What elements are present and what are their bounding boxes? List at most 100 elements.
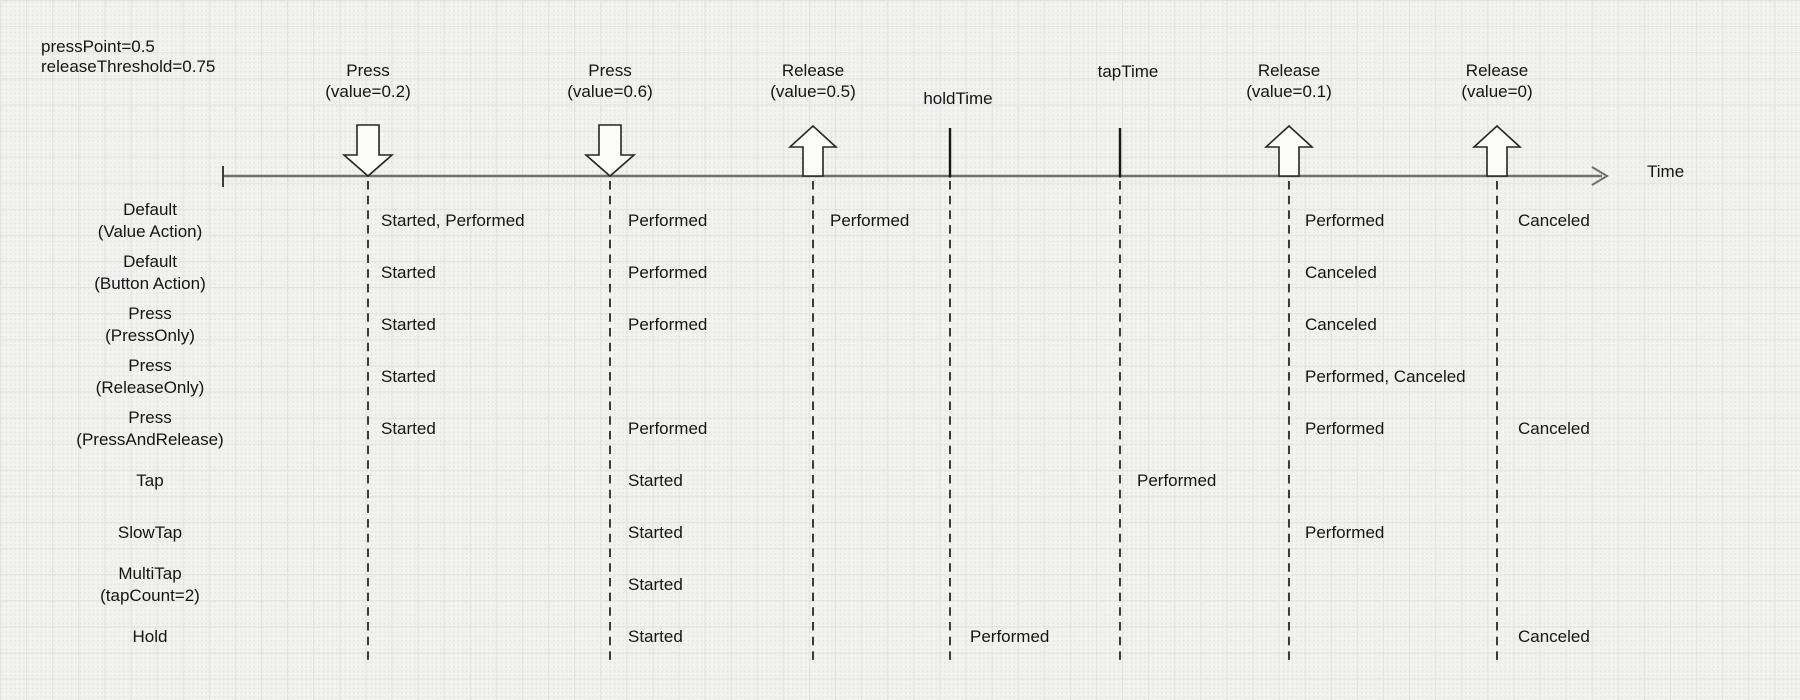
event-default-value-action-at-press-value-0.2: Started, Performed xyxy=(381,210,525,232)
down-arrow-icon-press-value-0.2 xyxy=(341,124,395,178)
event-default-value-action-at-press-value-0.2-line: Started, Performed xyxy=(381,211,525,230)
event-tap-at-tap-time: Performed xyxy=(1137,470,1216,492)
event-press-press-and-release-at-release-value-0.1-line: Performed xyxy=(1305,419,1385,438)
event-default-button-action-at-press-value-0.2: Started xyxy=(381,262,436,284)
event-press-press-and-release-at-press-value-0.6-line: Performed xyxy=(628,419,708,438)
event-press-press-and-release-at-release-value-0: Canceled xyxy=(1518,418,1590,440)
column-label-release-value-0.1-line: (value=0.1) xyxy=(1246,81,1332,101)
event-press-press-only-at-press-value-0.2: Started xyxy=(381,314,436,336)
row-label-slow-tap: SlowTap xyxy=(20,522,280,544)
event-default-value-action-at-release-value-0.1-line: Performed xyxy=(1305,211,1385,230)
event-tap-at-press-value-0.6-line: Started xyxy=(628,471,683,490)
event-press-press-and-release-at-release-value-0-line: Canceled xyxy=(1518,419,1590,438)
event-default-value-action-at-release-value-0.1: Performed xyxy=(1305,210,1384,232)
event-multi-tap-at-press-value-0.6-line: Started xyxy=(628,575,683,594)
up-arrow-icon-release-value-0 xyxy=(1471,124,1523,177)
event-hold-at-release-value-0-line: Canceled xyxy=(1518,627,1590,646)
row-label-multi-tap-line: (tapCount=2) xyxy=(100,586,200,605)
row-label-tap: Tap xyxy=(20,470,280,492)
column-label-release-value-0.1: Release(value=0.1) xyxy=(1246,60,1332,102)
release-threshold-param: releaseThreshold=0.75 xyxy=(41,57,216,76)
event-press-release-only-at-press-value-0.2-line: Started xyxy=(381,367,436,386)
event-press-release-only-at-press-value-0.2: Started xyxy=(381,366,436,388)
event-default-value-action-at-release-value-0-line: Canceled xyxy=(1518,211,1590,230)
event-press-release-only-at-release-value-0.1-line: Performed, Canceled xyxy=(1305,367,1466,386)
column-label-press-value-0.6-line: (value=0.6) xyxy=(567,81,653,101)
event-default-button-action-at-press-value-0.2-line: Started xyxy=(381,263,436,282)
event-default-value-action-at-release-value-0.5: Performed xyxy=(830,210,909,232)
event-default-value-action-at-press-value-0.6: Performed xyxy=(628,210,707,232)
event-press-press-only-at-press-value-0.6: Performed xyxy=(628,314,707,336)
column-label-release-value-0.5-line: Release xyxy=(781,60,845,80)
column-label-press-value-0.2-line: Press xyxy=(346,60,390,80)
column-label-release-value-0-line: Release xyxy=(1465,60,1529,80)
column-label-press-value-0.6: Press(value=0.6) xyxy=(567,60,653,102)
event-default-button-action-at-release-value-0.1: Canceled xyxy=(1305,262,1377,284)
column-label-press-value-0.6-line: Press xyxy=(588,60,632,80)
column-label-release-value-0.5: Release(value=0.5) xyxy=(770,60,856,102)
event-hold-at-press-value-0.6: Started xyxy=(628,626,683,648)
event-default-button-action-at-release-value-0.1-line: Canceled xyxy=(1305,263,1377,282)
event-press-release-only-at-release-value-0.1: Performed, Canceled xyxy=(1305,366,1466,388)
event-press-press-and-release-at-press-value-0.2-line: Started xyxy=(381,419,436,438)
event-press-press-only-at-press-value-0.6-line: Performed xyxy=(628,315,708,334)
row-label-press-release-only: Press (ReleaseOnly) xyxy=(20,355,280,399)
column-label-release-value-0: Release(value=0) xyxy=(1461,60,1532,102)
event-hold-at-release-value-0: Canceled xyxy=(1518,626,1590,648)
event-slow-tap-at-release-value-0.1-line: Performed xyxy=(1305,523,1385,542)
row-label-press-release-only-line: Press xyxy=(128,356,172,375)
column-label-tap-time: tapTime xyxy=(1098,61,1159,82)
row-label-press-release-only-line: (ReleaseOnly) xyxy=(95,378,205,397)
row-label-press-press-only-line: (PressOnly) xyxy=(105,326,195,345)
column-label-press-value-0.2: Press(value=0.2) xyxy=(325,60,411,102)
row-label-slow-tap-line: SlowTap xyxy=(117,523,183,542)
event-slow-tap-at-press-value-0.6: Started xyxy=(628,522,683,544)
event-press-press-only-at-release-value-0.1: Canceled xyxy=(1305,314,1377,336)
event-multi-tap-at-press-value-0.6: Started xyxy=(628,574,683,596)
column-label-release-value-0.5-line: (value=0.5) xyxy=(770,81,856,101)
column-label-release-value-0-line: (value=0) xyxy=(1461,81,1533,101)
row-label-multi-tap-line: MultiTap xyxy=(118,564,182,583)
up-arrow-icon-release-value-0.5 xyxy=(787,124,839,177)
time-axis-arrowhead-icon xyxy=(1591,166,1609,186)
event-default-value-action-at-press-value-0.6-line: Performed xyxy=(628,211,708,230)
row-label-default-value-action-line: Default xyxy=(123,200,177,219)
row-label-default-value-action-line: (Value Action) xyxy=(97,222,203,241)
event-hold-at-press-value-0.6-line: Started xyxy=(628,627,683,646)
row-label-hold: Hold xyxy=(20,626,280,648)
row-label-multi-tap: MultiTap (tapCount=2) xyxy=(20,563,280,607)
row-label-default-button-action: Default (Button Action) xyxy=(20,251,280,295)
row-label-default-button-action-line: Default xyxy=(123,252,177,271)
event-default-value-action-at-release-value-0.5-line: Performed xyxy=(830,211,910,230)
column-label-hold-time-line: holdTime xyxy=(923,88,993,108)
row-label-hold-line: Hold xyxy=(132,627,168,646)
event-tap-at-press-value-0.6: Started xyxy=(628,470,683,492)
column-label-release-value-0.1-line: Release xyxy=(1257,60,1321,80)
row-label-press-press-only: Press (PressOnly) xyxy=(20,303,280,347)
row-label-press-press-and-release: Press (PressAndRelease) xyxy=(20,407,280,451)
down-arrow-icon-press-value-0.6 xyxy=(583,124,637,178)
event-tap-at-tap-time-line: Performed xyxy=(1137,471,1217,490)
row-label-default-value-action: Default (Value Action) xyxy=(20,199,280,243)
parameters-text: pressPoint=0.5 releaseThreshold=0.75 xyxy=(41,37,215,77)
event-slow-tap-at-release-value-0.1: Performed xyxy=(1305,522,1384,544)
row-label-press-press-only-line: Press xyxy=(128,304,172,323)
column-label-press-value-0.2-line: (value=0.2) xyxy=(325,81,411,101)
event-default-button-action-at-press-value-0.6-line: Performed xyxy=(628,263,708,282)
event-press-press-only-at-press-value-0.2-line: Started xyxy=(381,315,436,334)
event-press-press-and-release-at-press-value-0.6: Performed xyxy=(628,418,707,440)
column-label-tap-time-line: tapTime xyxy=(1097,61,1159,81)
event-hold-at-hold-time-line: Performed xyxy=(970,627,1050,646)
row-label-press-press-and-release-line: (PressAndRelease) xyxy=(76,430,224,449)
row-label-tap-line: Tap xyxy=(136,471,164,490)
up-arrow-icon-release-value-0.1 xyxy=(1263,124,1315,177)
event-hold-at-hold-time: Performed xyxy=(970,626,1049,648)
row-label-press-press-and-release-line: Press xyxy=(128,408,172,427)
row-label-default-button-action-line: (Button Action) xyxy=(94,274,206,293)
press-point-param: pressPoint=0.5 xyxy=(41,37,155,56)
column-label-hold-time: holdTime xyxy=(923,88,992,109)
event-slow-tap-at-press-value-0.6-line: Started xyxy=(628,523,683,542)
time-axis-label: Time xyxy=(1647,162,1685,181)
